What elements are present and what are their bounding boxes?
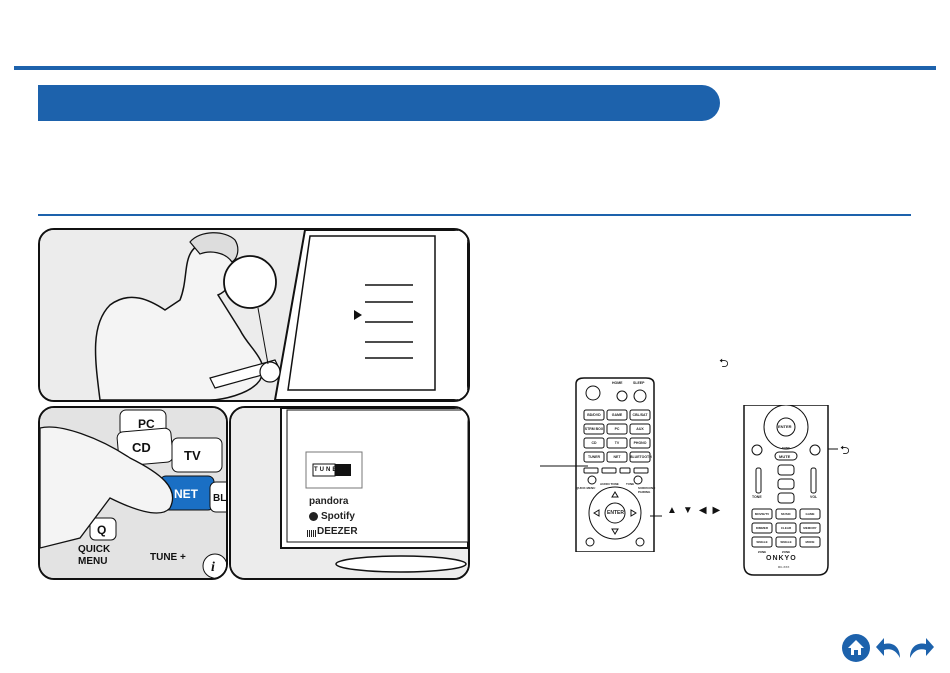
quick-label: QUICK [78, 544, 111, 555]
left-arrow-icon: ◀ [698, 505, 713, 516]
tune-small: TUNE [626, 482, 635, 486]
illustration-net-button: PC CD TV NET BLUETO Q QUICK MENU TUNE + … [38, 406, 228, 580]
tunein-logo: TUNE IN [314, 467, 352, 473]
onkyo-logo: ONKYO [766, 555, 797, 562]
key-clear: CLEAR [780, 526, 792, 530]
key-mode: MODE [805, 540, 815, 544]
section-title-bar [38, 85, 720, 121]
cd-key: CD [132, 440, 151, 455]
top-rule [14, 66, 936, 70]
info-key: i [211, 560, 215, 575]
tv-key: TV [184, 448, 201, 463]
remote-sleep-label: SLEEP [633, 381, 645, 385]
deezer-logo: DEEZER [317, 526, 358, 537]
quick-menu-small: QUICK MENU [576, 486, 596, 490]
return-glyph-right: ⮌ [840, 443, 850, 457]
illustration-services-screen: TUNE IN pandora Spotify DEEZER [229, 406, 470, 580]
home-icon [842, 634, 870, 662]
forward-button[interactable] [904, 632, 936, 664]
remote-left-keypad-labels: BD/DVD GAME CBL/SAT STRM BOX PC AUX CD T… [584, 410, 652, 462]
zone-mute-label: MUTE [779, 454, 791, 459]
key-bd-dvd: BD/DVD [587, 413, 601, 417]
pandora-logo: pandora [309, 496, 349, 507]
key-tv: TV [614, 441, 620, 445]
key-dimmer: DIMMER [755, 526, 769, 530]
zone-tune-label: TUNE [782, 446, 791, 450]
zone-tone-label: TONE [752, 495, 762, 499]
zone-vol-label: VOL [810, 495, 818, 499]
deezer-bars-icon [307, 530, 316, 537]
net-key: NET [174, 487, 199, 501]
home-button[interactable] [840, 632, 872, 664]
remote-enter-label: ENTER [607, 510, 624, 516]
key-tuner: TUNER [587, 455, 601, 459]
arrow-keys-glyphs: ▲▼◀▶ [667, 505, 726, 516]
menu-label: MENU [78, 556, 107, 567]
key-game-mode: GAME [805, 512, 815, 516]
key-strm-box: STRM BOX [584, 427, 604, 431]
forward-icon [910, 638, 934, 658]
services-screen-drawing [231, 408, 468, 578]
tune-plus-label: TUNE + [150, 552, 186, 563]
remote-closeup-drawing: PC CD TV NET BLUETO Q QUICK MENU TUNE + … [40, 408, 226, 578]
key-net: NET [613, 455, 621, 459]
remote-zone-drawing [743, 404, 829, 576]
q-key: Q [97, 523, 106, 537]
illustration-user-tv [38, 228, 470, 402]
key-game: GAME [611, 413, 623, 417]
return-glyph-top: ⮌ [719, 356, 729, 370]
key-cbl-sat: CBL/SAT [632, 413, 648, 417]
remote-home-label: HOME [612, 381, 623, 385]
key-single-zone-a: SINGLE ZONE [756, 540, 768, 554]
key-phono: PHONO [633, 441, 647, 445]
key-aux: AUX [636, 427, 644, 431]
audio-tone-small: AUDIO TONE [600, 482, 619, 486]
back-icon [876, 638, 900, 658]
key-memory: MEMORY [803, 526, 817, 530]
zone-enter-label: ENTER [778, 424, 792, 429]
section-rule [38, 214, 911, 216]
spotify-icon [309, 512, 318, 521]
key-music: MUSIC [781, 512, 791, 516]
spotify-logo: Spotify [321, 511, 355, 522]
key-cd: CD [591, 441, 597, 445]
remote-control-full: HOME SLEEP ENTER [572, 376, 658, 553]
key-pc: PC [614, 427, 620, 431]
back-button[interactable] [874, 632, 906, 664]
pc-key: PC [138, 417, 155, 431]
bluetooth-key: BLUETO [213, 493, 226, 504]
key-bluetooth: BLUETOOTH [630, 455, 652, 459]
key-movie-tv: MOVIE/TV [754, 512, 770, 516]
surround-pairing-small: SURROUND PAIRING [638, 486, 656, 494]
remote-control-zone: ENTER MUTE TONE VOL TUNE MOVIE/TV MUSIC … [742, 404, 830, 577]
key-single-zone-b: SINGLE ZONE [780, 540, 792, 554]
remote-full-drawing [575, 377, 655, 553]
right-arrow-icon: ▶ [712, 505, 727, 516]
zone-keypad-labels: MOVIE/TV MUSIC GAME DIMMER CLEAR MEMORY … [752, 509, 820, 554]
remote-model: RC-XXX [778, 565, 790, 569]
user-tv-drawing [40, 230, 468, 400]
up-arrow-icon: ▲ [667, 505, 683, 516]
down-arrow-icon: ▼ [682, 505, 699, 516]
